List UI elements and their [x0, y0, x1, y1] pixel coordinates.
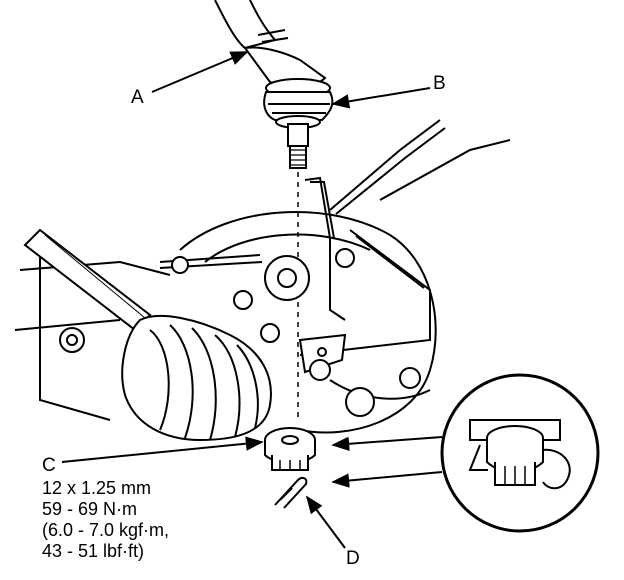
line-bracket	[298, 333, 347, 374]
callout-label-c: C	[42, 455, 56, 476]
spec-torque-nm: 59 - 69 N·m	[42, 499, 138, 519]
callout-label-d: D	[346, 548, 360, 569]
callout-leaders	[61, 51, 443, 549]
brake-line	[159, 119, 511, 356]
spec-torque-kgfm: (6.0 - 7.0 kgf·m,	[42, 520, 170, 540]
cv-boot	[121, 314, 272, 442]
detail-magnifier	[440, 373, 600, 533]
cotter-pin	[274, 476, 308, 509]
tie-rod-upper	[214, 0, 327, 88]
callout-label-a: A	[131, 87, 144, 108]
spec-thread: 12 x 1.25 mm	[42, 478, 152, 498]
spec-torque-lbfft: 43 - 51 lbf·ft)	[42, 541, 145, 561]
drive-shaft	[23, 228, 152, 332]
hub-bolts	[59, 248, 421, 417]
ball-joint-boot	[263, 78, 334, 169]
torque-spec: 12 x 1.25 mm 59 - 69 N·m (6.0 - 7.0 kgf·…	[42, 478, 169, 562]
callout-label-b: B	[433, 73, 446, 94]
castle-nut	[264, 427, 316, 471]
